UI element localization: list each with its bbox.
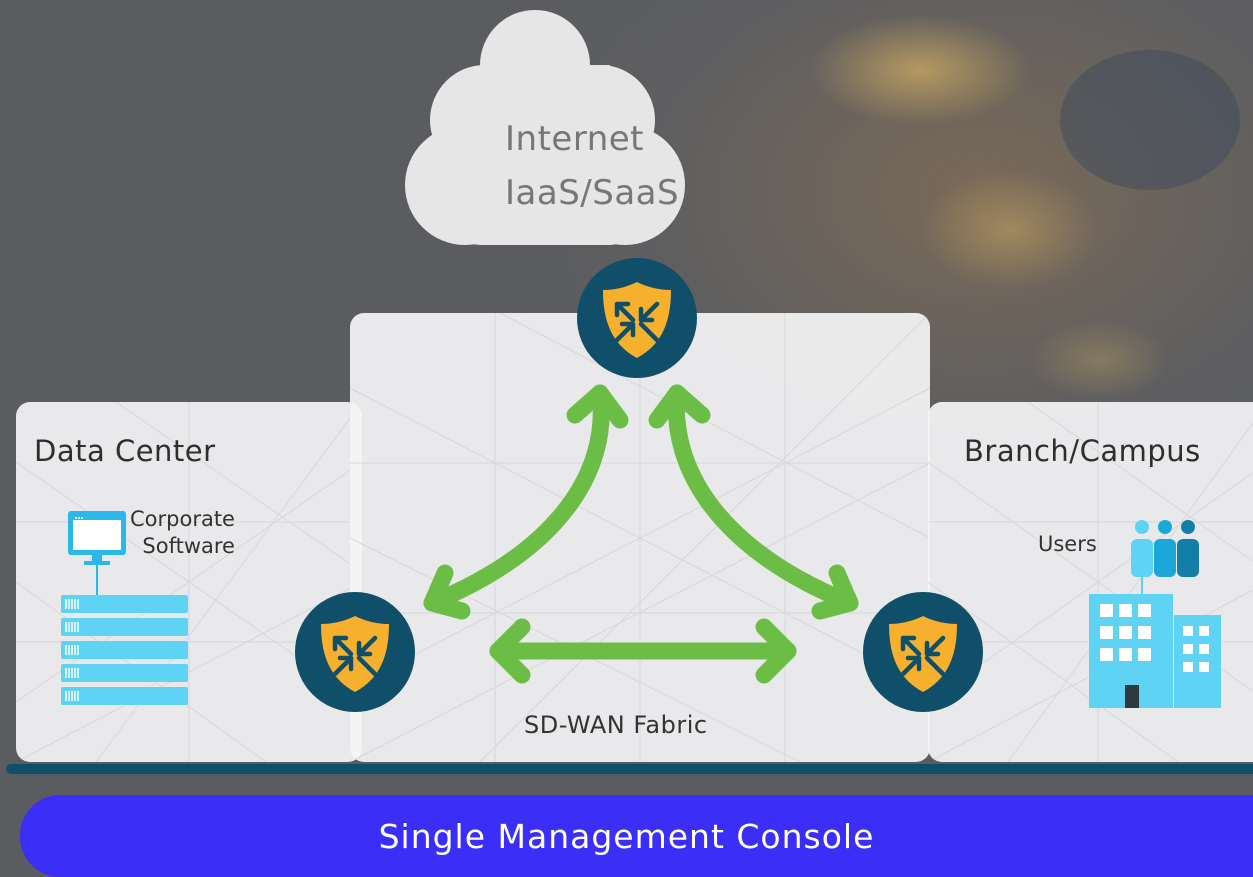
- cloud-icon: [405, 10, 685, 245]
- monitor-icon: [68, 511, 126, 595]
- router-icon: [863, 592, 983, 712]
- data-center-title: Data Center: [34, 434, 216, 468]
- server-rack-icon: [61, 595, 188, 705]
- building-icon: [1089, 594, 1221, 708]
- router-icon: [295, 592, 415, 712]
- users-label: Users: [1038, 532, 1097, 556]
- arrow-branch-to-internet: [667, 384, 859, 612]
- fabric-arrows: [423, 384, 859, 684]
- management-console-label: Single Management Console: [378, 816, 875, 856]
- cloud-label: Internet IaaS/SaaS: [505, 119, 680, 213]
- users-icon: [1131, 520, 1199, 594]
- sd-wan-fabric-panel: [350, 313, 930, 762]
- management-console-bar: Single Management Console: [20, 795, 1253, 877]
- divider-line: [6, 764, 1253, 774]
- corporate-software-label: Corporate Software: [130, 507, 235, 558]
- router-icon: [577, 258, 697, 378]
- branch-campus-title: Branch/Campus: [964, 434, 1201, 468]
- arrow-dc-to-internet: [423, 384, 610, 612]
- sd-wan-fabric-label: SD-WAN Fabric: [524, 711, 708, 739]
